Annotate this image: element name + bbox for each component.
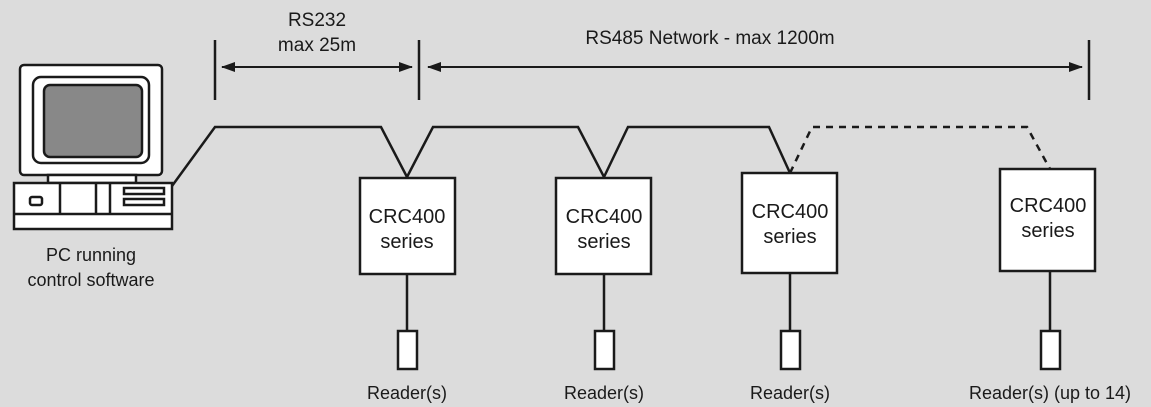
controller-1-model: CRC400: [369, 206, 446, 228]
reader-1-label: Reader(s): [367, 383, 447, 403]
controller-3-series: series: [763, 226, 816, 248]
controller-4: [998, 167, 1097, 371]
pc-label-line1: PC running: [46, 245, 136, 265]
reader-2-label: Reader(s): [564, 383, 644, 403]
rs485-bus-extension-dashed: [788, 125, 1052, 174]
reader-1-icon: [396, 329, 419, 371]
controller-1-series: series: [380, 231, 433, 253]
pc-label-line2: control software: [27, 270, 154, 290]
rs232-span-marker: [213, 40, 421, 100]
controller-2: [554, 176, 653, 371]
rs485-bus-cable: [170, 125, 792, 187]
controller-4-model: CRC400: [1010, 195, 1087, 217]
controller-2-series: series: [577, 231, 630, 253]
controller-4-series: series: [1021, 220, 1074, 242]
controller-3-model: CRC400: [752, 201, 829, 223]
reader-3-label: Reader(s): [750, 383, 830, 403]
rs485-label: RS485 Network - max 1200m: [585, 28, 834, 49]
rs232-label: RS232: [288, 10, 346, 31]
reader-4-icon: [1039, 329, 1062, 371]
reader-4-label: Reader(s) (up to 14): [969, 383, 1131, 403]
reader-2-icon: [593, 329, 616, 371]
controller-2-model: CRC400: [566, 206, 643, 228]
controller-3: [740, 171, 839, 371]
controller-1: [358, 176, 457, 371]
rs485-span-marker: [427, 40, 1091, 100]
reader-3-icon: [779, 329, 802, 371]
pc-computer-icon: [12, 63, 174, 231]
rs232-distance-label: max 25m: [278, 35, 356, 56]
